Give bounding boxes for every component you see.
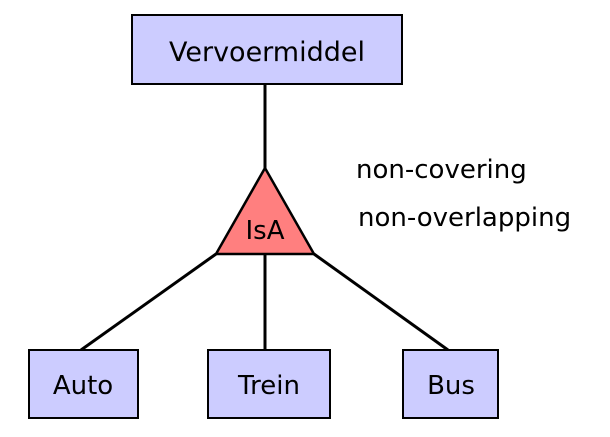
covering-constraint-label: non-covering — [356, 155, 527, 185]
subtype-box-auto — [28, 349, 139, 419]
subtype-label-auto: Auto — [53, 371, 113, 401]
subtype-entity-bus[interactable]: Bus — [402, 349, 499, 419]
isa-relationship[interactable]: IsA — [213, 165, 317, 256]
isa-triangle — [213, 165, 317, 256]
subtype-box-trein — [207, 349, 331, 419]
subtype-label-trein: Trein — [237, 371, 300, 401]
connector-isa-bus — [313, 252, 449, 352]
supertype-label: Vervoermiddel — [169, 37, 365, 68]
connector-isa-auto — [80, 252, 217, 352]
overlapping-constraint-label: non-overlapping — [358, 203, 571, 233]
supertype-box — [131, 14, 403, 85]
supertype-entity[interactable]: Vervoermiddel — [131, 14, 403, 85]
subtype-entity-auto[interactable]: Auto — [28, 349, 139, 419]
subtype-box-bus — [402, 349, 499, 419]
subtype-entity-trein[interactable]: Trein — [207, 349, 331, 419]
subtype-label-bus: Bus — [427, 371, 475, 401]
isa-label: IsA — [246, 216, 285, 246]
